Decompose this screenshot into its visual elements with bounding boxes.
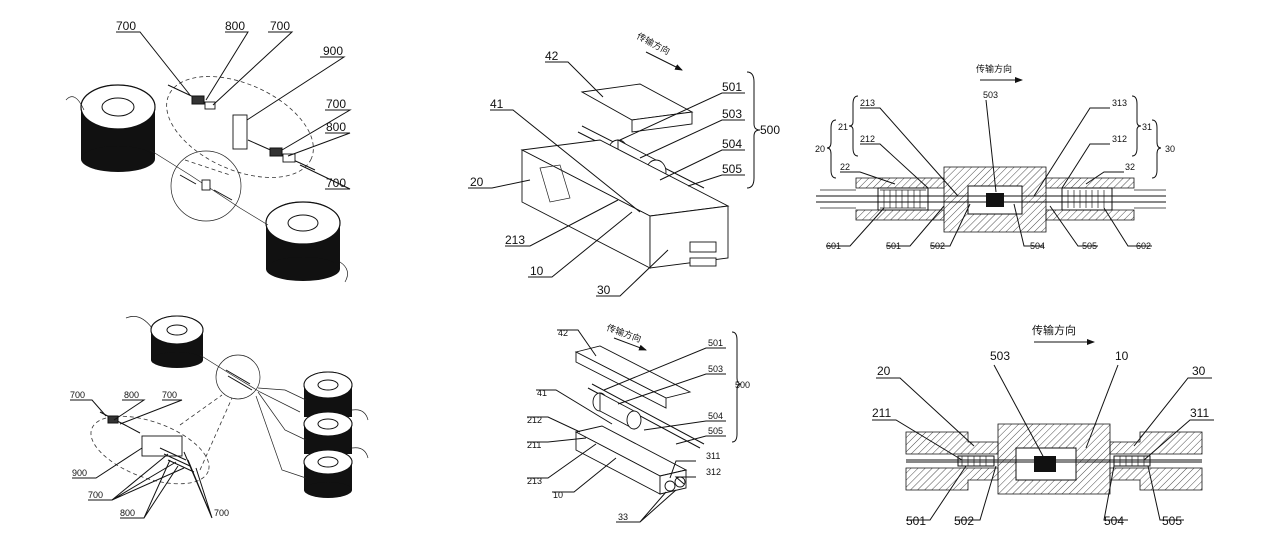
label-31: 31	[1142, 122, 1152, 132]
label-30: 30	[1165, 144, 1175, 154]
label-10: 10	[530, 264, 544, 278]
label-602: 602	[1136, 241, 1151, 251]
label-503: 503	[983, 90, 998, 100]
label-33: 33	[618, 512, 628, 522]
label-502: 502	[954, 514, 974, 528]
label-700-b: 700	[162, 390, 177, 400]
label-501: 501	[708, 338, 723, 348]
label-212: 212	[527, 415, 542, 425]
label-32: 32	[1125, 162, 1135, 172]
label-700-d: 700	[214, 508, 229, 518]
label-22: 22	[840, 162, 850, 172]
label-800-a: 800	[225, 19, 245, 33]
label-503: 503	[990, 349, 1010, 363]
label-213: 213	[527, 476, 542, 486]
panel-5-isometric-exploded: 传输方向 42 41 212 211 213 10 5	[527, 322, 750, 523]
label-502: 502	[930, 241, 945, 251]
direction-label: 传输方向	[1032, 323, 1076, 337]
label-700-c: 700	[326, 97, 346, 111]
label-213: 213	[860, 98, 875, 108]
label-10: 10	[553, 490, 563, 500]
panel-1-fiber-spool-system: 700 800 700 900 700 800 700	[65, 19, 352, 283]
label-10: 10	[1115, 349, 1129, 363]
label-505: 505	[1162, 514, 1182, 528]
label-213: 213	[505, 233, 525, 247]
label-505: 505	[708, 426, 723, 436]
label-501: 501	[722, 80, 742, 94]
label-500: 500	[760, 123, 780, 137]
label-504: 504	[722, 137, 742, 151]
label-30: 30	[597, 283, 611, 297]
label-42: 42	[545, 49, 559, 63]
label-700-c: 700	[88, 490, 103, 500]
label-503: 503	[722, 107, 742, 121]
label-41: 41	[537, 388, 547, 398]
label-504: 504	[1030, 241, 1045, 251]
label-30: 30	[1192, 364, 1206, 378]
label-211: 211	[872, 406, 891, 420]
label-21: 21	[838, 122, 848, 132]
panel-2-isometric-assembly: 传输方向 42 41 20 213 10 30	[468, 30, 780, 297]
direction-label: 传输方向	[635, 30, 672, 58]
label-20: 20	[815, 144, 825, 154]
label-20: 20	[877, 364, 891, 378]
panel-3-cross-section: 传输方向 2	[815, 63, 1175, 251]
label-211: 211	[527, 440, 541, 450]
label-800-a: 800	[124, 390, 139, 400]
label-501: 501	[886, 241, 901, 251]
label-505: 505	[722, 162, 742, 176]
label-41: 41	[490, 97, 504, 111]
label-504: 504	[708, 411, 723, 421]
direction-label: 传输方向	[976, 63, 1012, 75]
label-501: 501	[906, 514, 926, 528]
label-800-b: 800	[326, 120, 346, 134]
panel-4-multi-spool-system: 700 800 700 900 700 800 700	[70, 315, 369, 519]
label-313: 313	[1112, 98, 1127, 108]
label-42: 42	[558, 328, 568, 338]
fiber-spool	[80, 84, 156, 172]
fiber-spool	[265, 201, 341, 281]
label-800-b: 800	[120, 508, 135, 518]
label-900: 900	[323, 44, 343, 58]
label-20: 20	[470, 175, 484, 189]
label-311: 311	[706, 451, 720, 461]
label-312: 312	[1112, 134, 1127, 144]
label-505: 505	[1082, 241, 1097, 251]
label-212: 212	[860, 134, 875, 144]
label-700-a: 700	[70, 390, 85, 400]
label-504: 504	[1104, 514, 1124, 528]
label-700-d: 700	[326, 176, 346, 190]
spool-stack	[303, 371, 353, 498]
label-500: 500	[735, 380, 750, 390]
panel-6-cross-section-detail: 传输方向 20 503 10 30 211 311 501 502	[872, 323, 1214, 528]
label-503: 503	[708, 364, 723, 374]
label-311: 311	[1190, 406, 1209, 420]
label-900: 900	[72, 468, 87, 478]
label-312: 312	[706, 467, 721, 477]
label-601: 601	[826, 241, 841, 251]
label-700-a: 700	[116, 19, 136, 33]
label-700-b: 700	[270, 19, 290, 33]
